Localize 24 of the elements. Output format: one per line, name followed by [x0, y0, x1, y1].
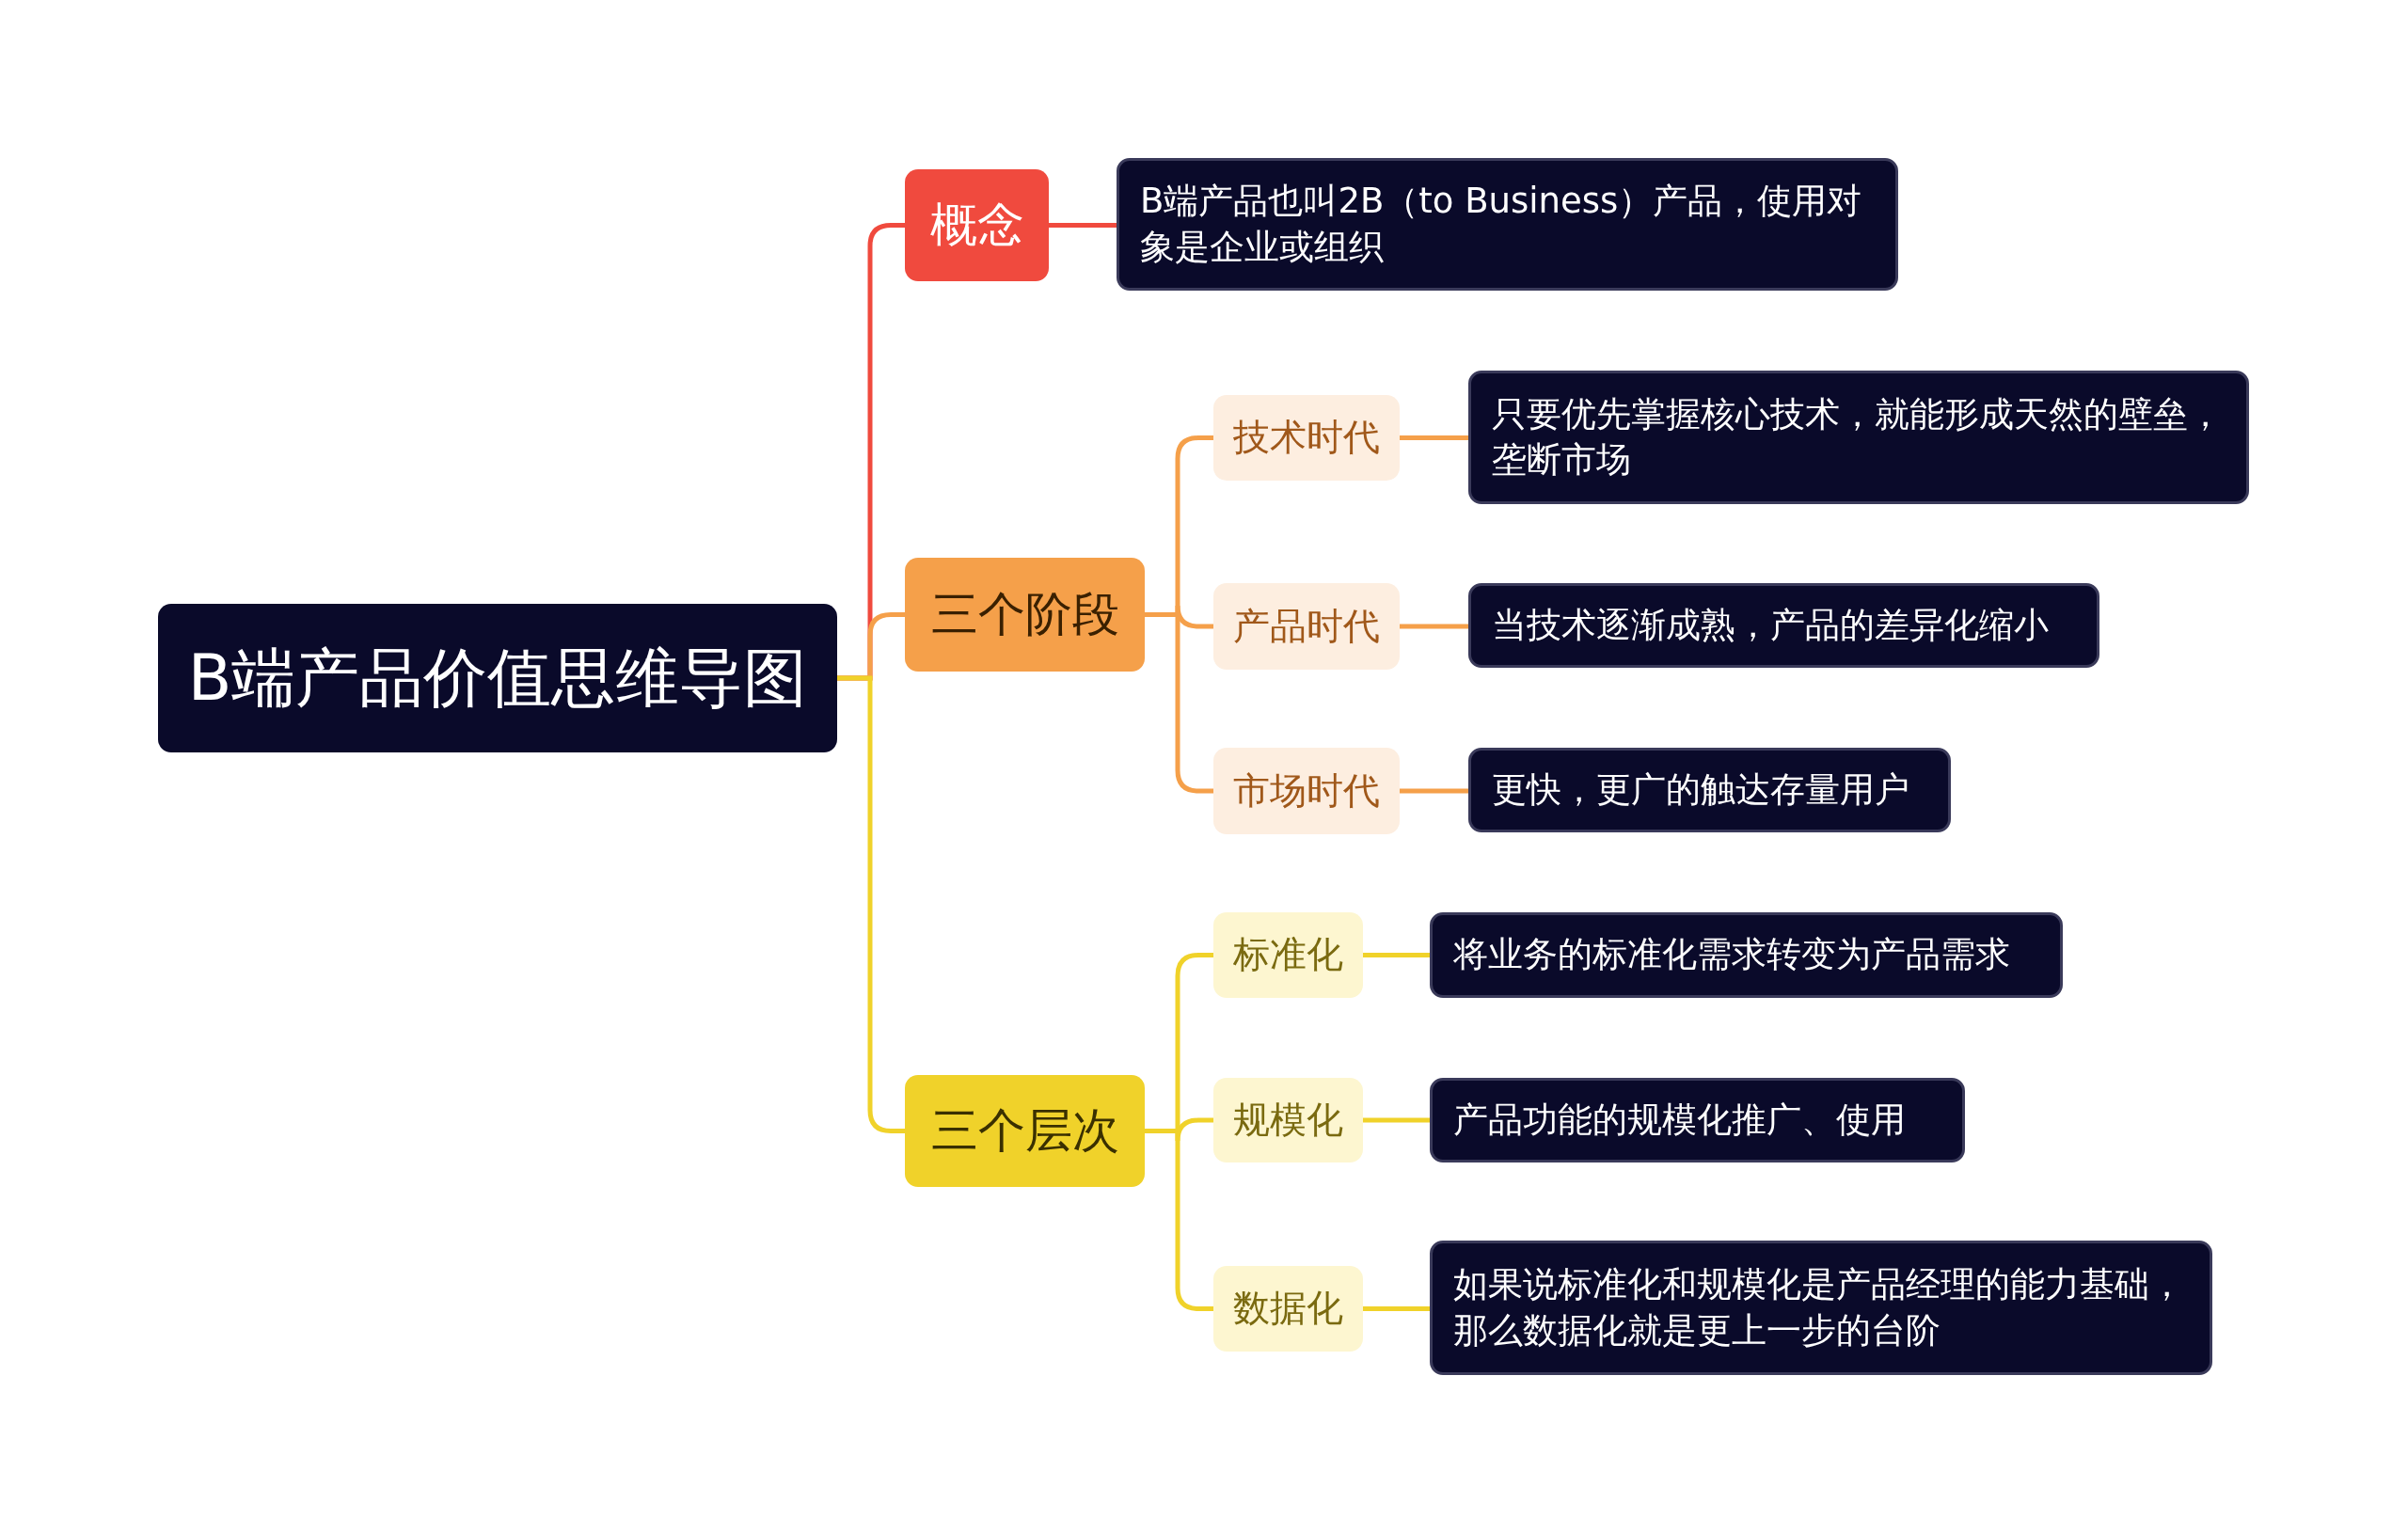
topic-box: 三个阶段 [905, 558, 1145, 672]
connector-line [1400, 624, 1468, 629]
subtopic-box: 产品时代 [1213, 583, 1400, 670]
subtopic-box: 规模化 [1213, 1078, 1363, 1162]
connector-line [1363, 1117, 1430, 1123]
description-box: 只要优先掌握核心技术，就能形成天然的壁垒，垄断市场 [1468, 371, 2249, 504]
description-box: 如果说标准化和规模化是产品经理的能力基础，那么数据化就是更上一步的台阶 [1430, 1241, 2212, 1375]
connector-line [1400, 435, 1468, 440]
subtopic-box: 标准化 [1213, 912, 1363, 998]
topic-box: 概念 [905, 169, 1049, 281]
subtopic-box: 市场时代 [1213, 748, 1400, 834]
description-box: 将业务的标准化需求转变为产品需求 [1430, 912, 2063, 998]
description-box: 产品功能的规模化推广、使用 [1430, 1078, 1965, 1162]
subtopic-box: 数据化 [1213, 1266, 1363, 1352]
topic-box: 三个层次 [905, 1075, 1145, 1187]
description-box: 更快，更广的触达存量用户 [1468, 748, 1951, 832]
subtopic-box: 技术时代 [1213, 395, 1400, 481]
connector-line [1363, 1306, 1430, 1311]
connector-line [1049, 223, 1117, 228]
description-box: 当技术逐渐成熟，产品的差异化缩小 [1468, 583, 2099, 668]
connector-line [1400, 788, 1468, 794]
root-topic-box: B端产品价值思维导图 [158, 604, 837, 752]
connector-line [1363, 953, 1430, 957]
description-box: B端产品也叫2B（to Business）产品，使用对象是企业或组织 [1117, 158, 1898, 291]
